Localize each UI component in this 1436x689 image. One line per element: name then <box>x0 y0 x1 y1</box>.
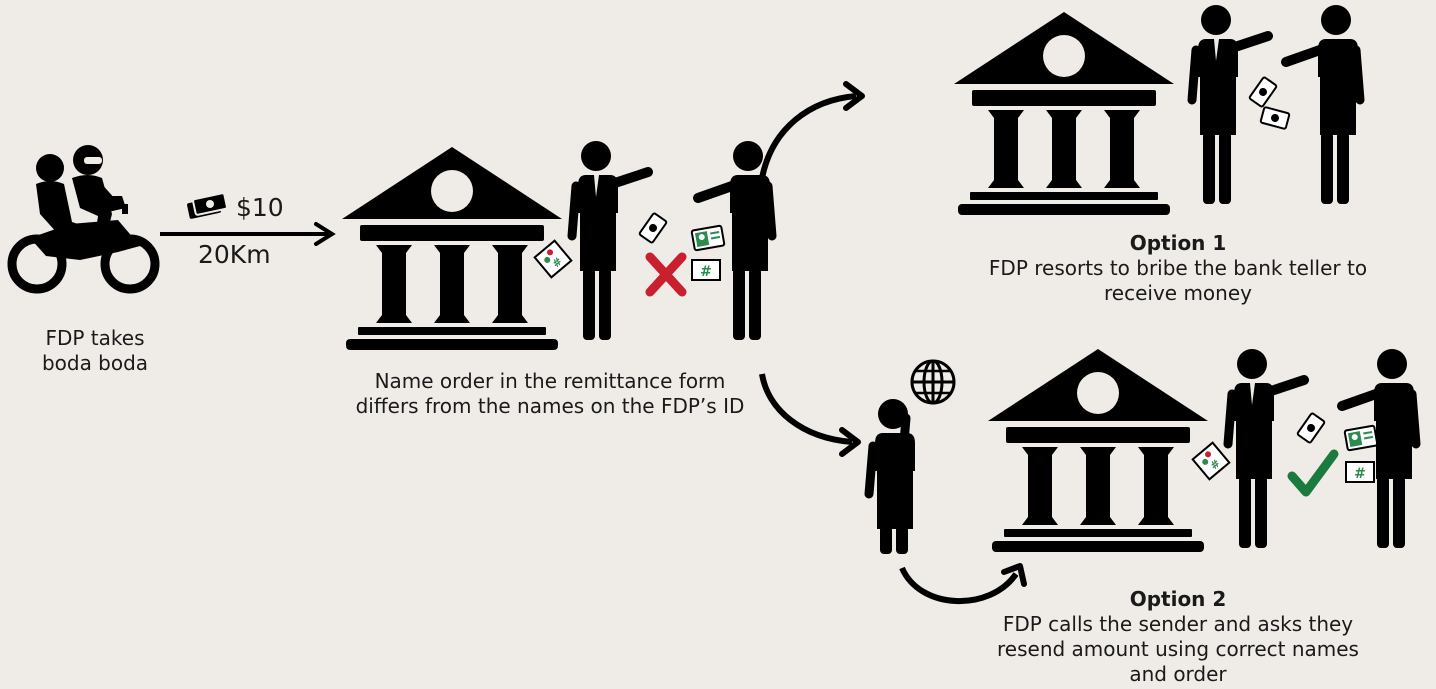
motorbike-icon <box>7 145 160 294</box>
option2-title: Option 2 <box>1129 587 1227 611</box>
bribe-banknote-icon <box>1247 75 1279 109</box>
bank-icon <box>342 147 562 350</box>
trip-cost: $10 <box>236 193 284 222</box>
globe-icon <box>910 359 956 405</box>
form-icon <box>533 239 573 279</box>
banknote-icon <box>637 211 669 245</box>
teller-person-icon <box>1286 5 1360 204</box>
problem-caption-text: Name order in the remittance form differ… <box>355 369 745 418</box>
form-icon <box>1191 441 1231 481</box>
banknote-icon <box>1295 411 1327 445</box>
curved-arrow-icon <box>899 566 1019 605</box>
rider-caption-text: FDP takes boda boda <box>41 326 149 375</box>
bank-icon <box>988 349 1208 552</box>
hash-document-icon <box>1345 461 1375 483</box>
curved-arrow-head <box>843 81 865 111</box>
phone-call-person-icon <box>864 399 915 554</box>
option1-title: Option 1 <box>1129 231 1227 255</box>
problem-caption: Name order in the remittance form differ… <box>310 369 790 419</box>
id-card-icon <box>690 224 726 252</box>
cash-icon <box>187 192 228 219</box>
check-icon <box>1287 449 1339 497</box>
cross-icon <box>645 252 687 297</box>
curved-arrow-head <box>1001 563 1027 587</box>
trip-arrow-head <box>314 222 336 246</box>
option1-body: FDP resorts to bribe the bank teller to … <box>988 256 1368 305</box>
option1-caption: Option 1 FDP resorts to bribe the bank t… <box>938 231 1418 306</box>
teller-person-icon <box>1228 349 1304 548</box>
bank-icon <box>954 12 1174 215</box>
curved-arrow-icon <box>759 93 857 179</box>
teller-person-icon <box>572 141 648 340</box>
rider-caption: FDP takes boda boda <box>0 326 190 376</box>
bribe-banknote-icon <box>1259 105 1291 131</box>
curved-arrow-icon <box>759 373 853 445</box>
option2-body: FDP calls the sender and asks they resen… <box>997 612 1359 686</box>
curved-arrow-head <box>839 427 861 457</box>
hash-document-icon <box>691 259 721 281</box>
trip-distance: 20Km <box>198 240 271 269</box>
id-card-icon <box>1343 424 1379 452</box>
option2-caption: Option 2 FDP calls the sender and asks t… <box>938 587 1418 687</box>
